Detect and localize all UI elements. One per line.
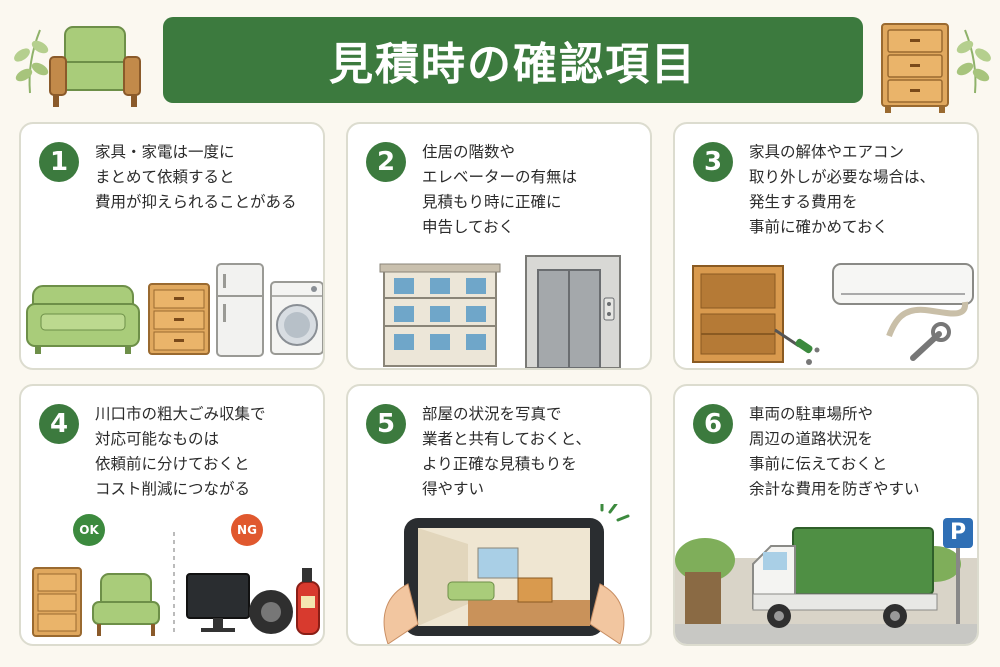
card-line: 事前に確かめておく — [749, 218, 889, 236]
card-line: 川口市の粗大ごみ収集で — [95, 405, 266, 423]
card-line: 住居の階数や — [422, 143, 516, 161]
card-5: 5 部屋の状況を写真で 業者と共有しておくと、 より正確な見積もりを 得やすい — [346, 384, 652, 646]
card-4: 4 川口市の粗大ごみ収集で 対応可能なものは 依頼前に分けておくと コスト削減に… — [19, 384, 325, 646]
title-banner: 見積時の確認項目 — [163, 17, 863, 103]
photo-sharing-illustration — [383, 504, 630, 644]
fire-extinguisher-icon — [296, 568, 320, 635]
card-line: 費用が抑えられることがある — [95, 193, 297, 211]
card-line: エレベーターの有無は — [422, 168, 578, 186]
card-number: 5 — [366, 404, 406, 444]
page-title: 見積時の確認項目 — [329, 39, 697, 90]
truck-icon — [752, 527, 938, 628]
card-1: 1 家具・家電は一度に まとめて依頼すると 費用が抑えられることがある — [19, 122, 325, 370]
building-illustration — [379, 255, 621, 368]
card-line: 余計な費用を防ぎやすい — [749, 480, 920, 498]
card-line: 得やすい — [422, 480, 485, 498]
card-number: 4 — [39, 404, 79, 444]
card-line: まとめて依頼すると — [95, 168, 235, 186]
card-text: 家具・家電は一度に まとめて依頼すると 費用が抑えられることがある — [95, 140, 315, 215]
screwdriver-icon — [774, 328, 820, 365]
armchair-icon — [92, 573, 160, 636]
ok-badge: OK — [73, 514, 105, 546]
sofa-icon — [26, 285, 140, 354]
dresser-icon — [881, 23, 949, 113]
leaf-icon — [956, 29, 991, 94]
sorting-illustration — [32, 532, 320, 637]
furniture-illustration — [26, 263, 323, 357]
parking-sign-icon — [943, 518, 973, 624]
card-line: 部屋の状況を写真で — [422, 405, 562, 423]
card-line: 車両の駐車場所や — [749, 405, 874, 423]
elevator-icon — [525, 255, 621, 368]
dresser-icon — [32, 567, 82, 637]
dresser-icon — [148, 283, 210, 355]
apartment-building-icon — [379, 263, 501, 367]
card-line: 家具・家電は一度に — [95, 143, 235, 161]
card-line: 発生する費用を — [749, 193, 858, 211]
parking-illustration — [675, 518, 977, 644]
armchair-icon — [49, 26, 141, 107]
tire-icon — [249, 590, 293, 634]
card-line: 対応可能なものは — [95, 430, 220, 448]
card-line: 業者と共有しておくと、 — [422, 430, 591, 448]
card-line: 取り外しが必要な場合は、 — [749, 168, 936, 186]
card-number: 1 — [39, 142, 79, 182]
leaf-icon — [14, 29, 49, 94]
card-text: 家具の解体やエアコン 取り外しが必要な場合は、 発生する費用を 事前に確かめてお… — [749, 140, 969, 240]
card-text: 住居の階数や エレベーターの有無は 見積もり時に正確に 申告しておく — [422, 140, 642, 240]
card-line: より正確な見積もりを — [422, 455, 577, 473]
card-line: 依頼前に分けておくと — [95, 455, 250, 473]
card-number: 3 — [693, 142, 733, 182]
air-conditioner-icon — [832, 263, 974, 338]
smartphone-icon — [404, 518, 604, 636]
ng-badge: NG — [231, 514, 263, 546]
washing-machine-icon — [270, 281, 323, 355]
tv-icon — [186, 573, 250, 632]
wrench-icon — [910, 322, 951, 361]
card-text: 部屋の状況を写真で 業者と共有しておくと、 より正確な見積もりを 得やすい — [422, 402, 642, 502]
card-line: コスト削減につながる — [95, 480, 251, 498]
card-6: 6 車両の駐車場所や 周辺の道路状況を 事前に伝えておくと 余計な費用を防ぎやす… — [673, 384, 979, 646]
card-text: 車両の駐車場所や 周辺の道路状況を 事前に伝えておくと 余計な費用を防ぎやすい — [749, 402, 969, 502]
refrigerator-icon — [216, 263, 264, 357]
card-2: 2 住居の階数や エレベーターの有無は 見積もり時に正確に 申告しておく — [346, 122, 652, 370]
card-3: 3 家具の解体やエアコン 取り外しが必要な場合は、 発生する費用を 事前に確かめ… — [673, 122, 979, 370]
card-line: 見積もり時に正確に — [422, 193, 562, 211]
card-number: 2 — [366, 142, 406, 182]
card-line: 事前に伝えておくと — [749, 455, 888, 473]
card-line: 家具の解体やエアコン — [749, 143, 905, 161]
card-line: 申告しておく — [422, 218, 515, 236]
card-text: 川口市の粗大ごみ収集で 対応可能なものは 依頼前に分けておくと コスト削減につな… — [95, 402, 315, 502]
cabinet-icon — [692, 265, 784, 363]
card-number: 6 — [693, 404, 733, 444]
card-line: 周辺の道路状況を — [749, 430, 874, 448]
disassembly-illustration — [692, 263, 974, 365]
parking-sign-label: P — [949, 519, 967, 545]
